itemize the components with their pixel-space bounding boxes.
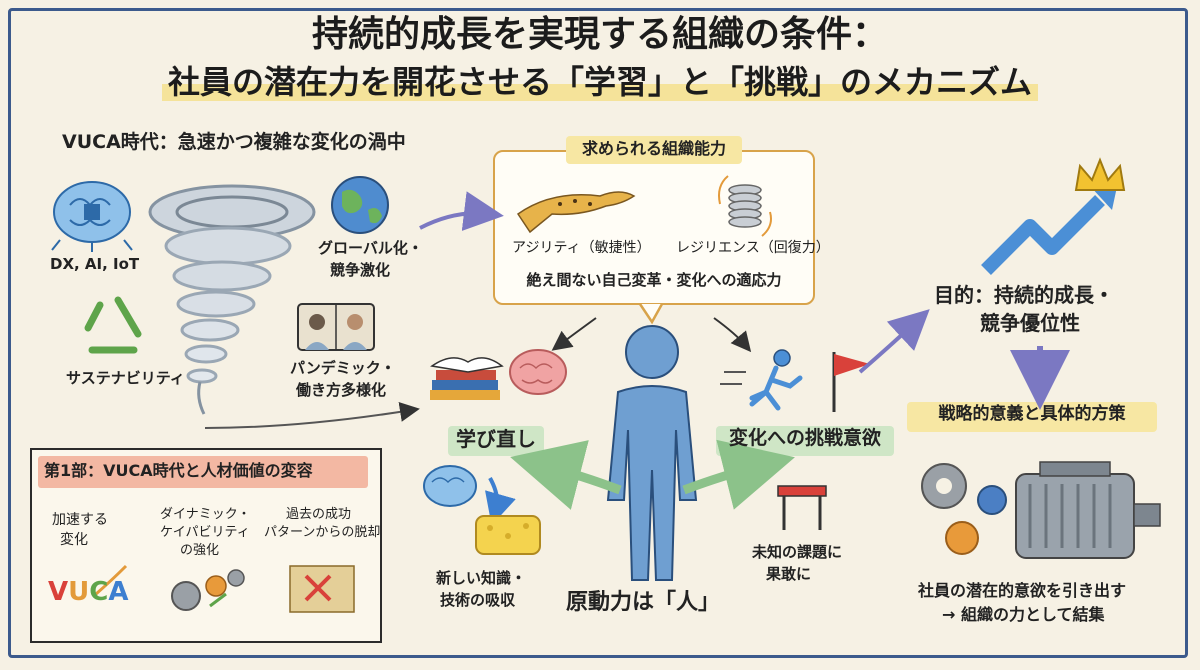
pandemic-label-2: 働き方多様化 <box>296 381 387 399</box>
pandemic-label-1: パンデミック・ <box>290 359 396 377</box>
agility-label: アジリティ（敏捷性） <box>512 240 651 256</box>
challenge-label: 変化への挑戦意欲 <box>728 427 881 449</box>
vuca-heading: VUCA時代：急速かつ複雑な変化の渦中 <box>62 131 406 153</box>
part1-title: 第1部：VUCA時代と人材価値の変容 <box>44 461 313 480</box>
part1-title-bg <box>38 456 368 488</box>
recycle-icon <box>84 296 142 354</box>
part1-col2-line2: ケイパビリティ <box>160 525 250 540</box>
books-icon <box>430 357 504 400</box>
part1-gears-icon <box>171 569 245 611</box>
crown-icon <box>1074 157 1126 191</box>
dx-label: DX, AI, IoT <box>50 255 140 273</box>
map-icon <box>289 565 355 613</box>
capability-title-bg <box>566 136 742 164</box>
learn-label: 学び直し <box>456 427 536 451</box>
page-subtitle-text: 社員の潜在力を開花させる「学習」と「挑戦」のメカニズム <box>161 63 1038 101</box>
page-subtitle: 社員の潜在力を開花させる「学習」と「挑戦」のメカニズム <box>0 63 1200 101</box>
part1-col2-line3: の強化 <box>180 543 220 558</box>
video-call-icon <box>297 303 375 351</box>
strategy-label: 戦略的意義と具体的方策 <box>938 404 1126 424</box>
globe-icon <box>331 176 389 234</box>
brain-chip-icon <box>51 181 133 252</box>
cheetah-icon <box>516 191 636 234</box>
unknown-label-2: 果敢に <box>766 565 812 583</box>
growth-arrow-icon <box>981 182 1118 275</box>
person-icon <box>606 325 698 581</box>
spring-icon <box>718 175 772 237</box>
page-title: 持続的成長を実現する組織の条件： <box>311 14 888 55</box>
sponge-icon <box>423 465 541 555</box>
engine-label-1: 社員の潜在的意欲を引き出す <box>918 581 1127 600</box>
sustain-label: サステナビリティ <box>66 369 185 387</box>
brain-icon <box>509 349 567 395</box>
global-label-1: グローバル化・ <box>318 239 423 257</box>
motor-icon <box>1015 461 1161 559</box>
vuca-letter-c: C <box>89 577 109 607</box>
global-label-2: 競争激化 <box>330 261 391 279</box>
outer-frame <box>8 8 1188 658</box>
capability-summary: 絶え間ない自己変革・変化への適応力 <box>526 271 782 289</box>
purpose-label-2: 競争優位性 <box>980 311 1080 335</box>
purpose-label-1: 目的：持続的成長・ <box>934 283 1114 307</box>
gears-icon <box>921 463 1007 555</box>
hurdle-icon <box>777 485 827 530</box>
flag-icon <box>832 352 870 412</box>
unknown-label-1: 未知の課題に <box>752 543 843 561</box>
part1-col3-line1: 過去の成功 <box>286 507 352 522</box>
part1-col3-line2: パターンからの脱却 <box>264 525 381 540</box>
vuca-letter-u: U <box>68 577 90 607</box>
absorb-label-1: 新しい知識・ <box>436 569 527 587</box>
part1-col1-line1: 加速する <box>52 512 108 528</box>
vuca-logo: VUCA <box>48 577 129 608</box>
vuca-letter-v: V <box>48 577 69 607</box>
vuca-letter-a: A <box>108 577 129 607</box>
part1-col1-line2: 変化 <box>60 532 88 548</box>
absorb-label-2: 技術の吸収 <box>440 591 516 609</box>
capability-title: 求められる組織能力 <box>581 139 726 158</box>
tornado-icon <box>148 184 316 415</box>
runner-icon <box>720 349 803 411</box>
people-label: 原動力は「人」 <box>566 590 721 615</box>
accelerate-arrow-icon <box>95 564 128 596</box>
resilience-label: レジリエンス（回復力） <box>676 240 830 256</box>
engine-label-2: → 組織の力として結集 <box>942 605 1105 624</box>
part1-col2-line1: ダイナミック・ <box>160 507 251 522</box>
